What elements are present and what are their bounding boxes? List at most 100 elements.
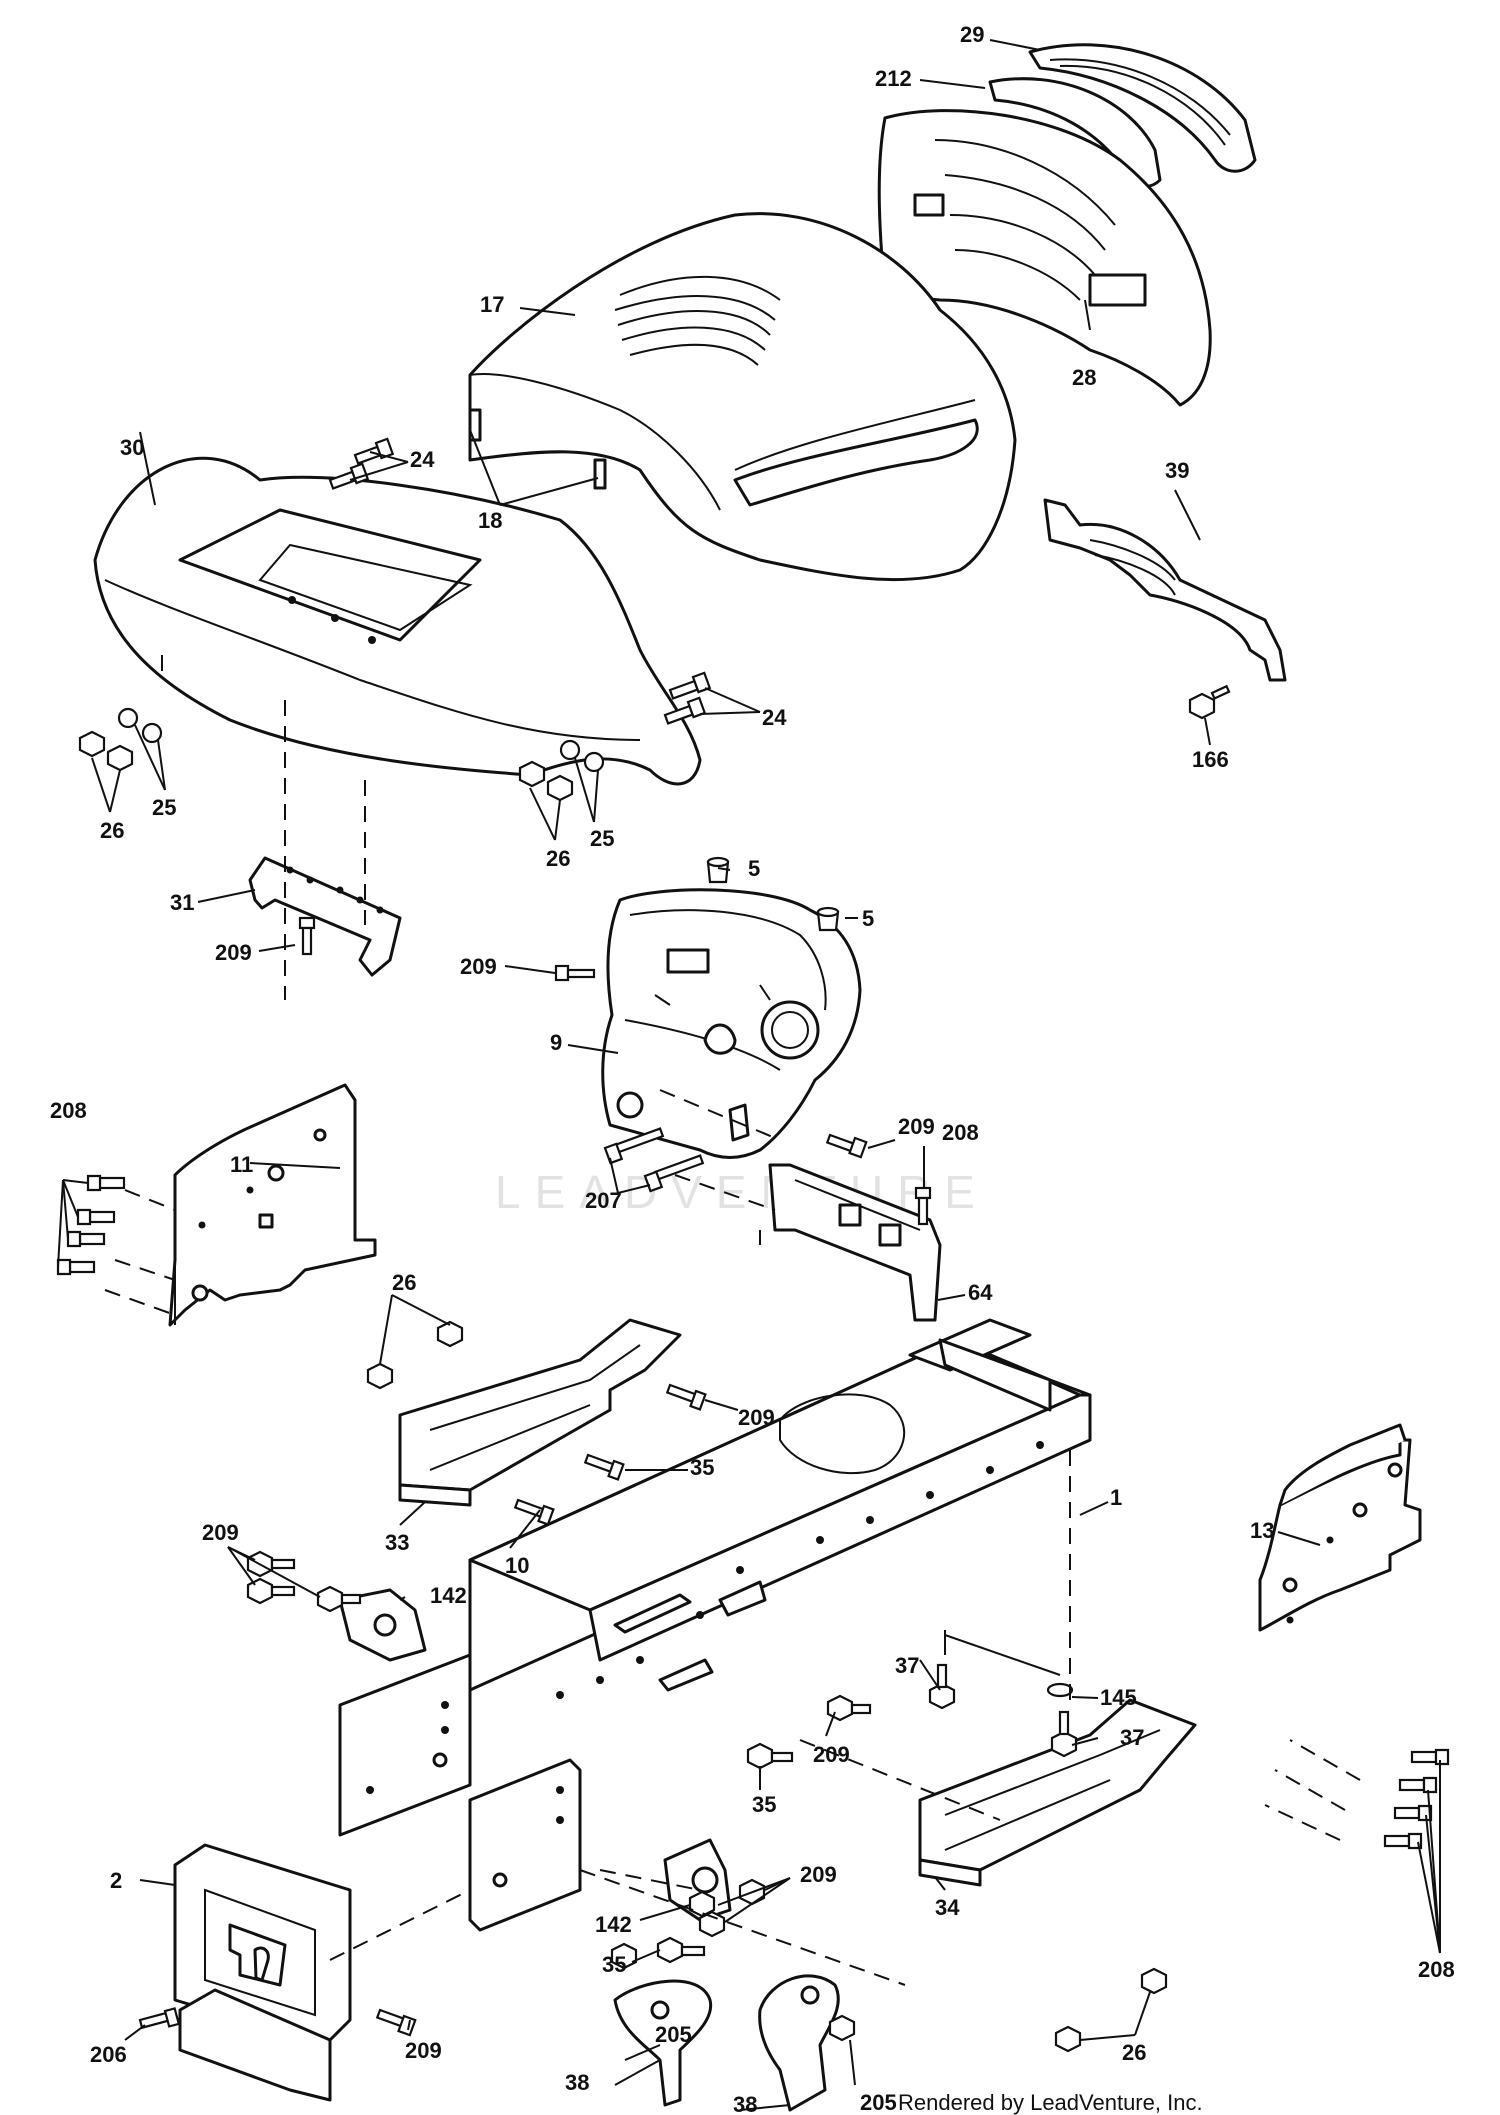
callout-38-a: 38	[565, 2070, 589, 2095]
callout-35-a: 35	[690, 1455, 714, 1480]
bolts-209-frame-left	[246, 1550, 362, 1613]
bolt-37-a	[928, 1663, 956, 1710]
bolt-10	[513, 1498, 555, 1526]
callout-37-a: 37	[895, 1653, 919, 1678]
callout-10: 10	[505, 1553, 529, 1578]
callout-29: 29	[960, 22, 984, 47]
callout-26-lower: 26	[1122, 2040, 1146, 2065]
callout-209-a: 209	[215, 940, 252, 965]
callout-205-b: 205	[860, 2090, 897, 2115]
frame-plate-front-right	[468, 1758, 582, 1932]
panel-bracket-part-64	[768, 1163, 942, 1322]
bolt-24-c	[668, 671, 712, 700]
callout-205-a: 205	[655, 2022, 692, 2047]
callout-38-b: 38	[733, 2092, 757, 2115]
bracket-part-39	[1043, 498, 1287, 682]
callout-26-right: 26	[546, 846, 570, 871]
watermark-text: LEADVENTURE	[495, 1166, 989, 1218]
bolt-206	[138, 2007, 181, 2030]
side-panel-right-part-13	[1258, 1423, 1422, 1632]
leader-lines	[57, 39, 1441, 2111]
bolt-37-b	[1050, 1710, 1078, 1758]
bolt-209-d	[665, 1383, 707, 1411]
bolt-207-b	[643, 1154, 705, 1193]
knob-part-5-left	[706, 856, 730, 884]
callout-212: 212	[875, 66, 912, 91]
bracket-part-142-upper	[338, 1588, 427, 1662]
callout-166: 166	[1192, 747, 1229, 772]
callout-209-f: 209	[813, 1742, 850, 1767]
front-bracket-part-2	[173, 1843, 352, 2102]
callout-37-b: 37	[1120, 1725, 1144, 1750]
screw-166	[1188, 684, 1231, 720]
fender-part-30	[93, 456, 702, 786]
bolt-209-h	[375, 2008, 417, 2037]
footrest-part-33	[398, 1318, 682, 1507]
callout-13: 13	[1250, 1518, 1274, 1543]
bolt-35-a	[583, 1453, 625, 1481]
callout-209-d: 209	[738, 1405, 775, 1430]
alignment-lines	[104, 655, 1361, 1986]
callout-24-lower: 24	[762, 705, 787, 730]
callout-25-left: 25	[152, 795, 176, 820]
bolts-208-right	[1383, 1748, 1450, 1850]
callout-labels: 29 212 17 28 18 30 24 39 24 166 25 26 25…	[50, 22, 1455, 2115]
dash-panel-part-9	[601, 888, 862, 1159]
callout-39: 39	[1165, 458, 1189, 483]
callout-5-right: 5	[862, 906, 874, 931]
bolts-208-left	[56, 1174, 126, 1276]
callout-31: 31	[170, 890, 194, 915]
frame-plate-front-left	[338, 1653, 472, 1837]
grille-part-28	[877, 109, 1212, 407]
callout-33: 33	[385, 1530, 409, 1555]
callout-35-c: 35	[602, 1952, 626, 1977]
bolt-24-a	[353, 437, 395, 465]
callout-1: 1	[1110, 1485, 1122, 1510]
callout-208-mid: 208	[942, 1120, 979, 1145]
bolt-209-b	[554, 964, 596, 982]
callout-28: 28	[1072, 365, 1096, 390]
callout-35-b: 35	[752, 1792, 776, 1817]
bracket-part-142-lower	[663, 1838, 732, 1922]
callout-18: 18	[478, 508, 502, 533]
callout-64: 64	[968, 1280, 993, 1305]
callout-209-c: 209	[898, 1114, 935, 1139]
callout-25-right: 25	[590, 826, 614, 851]
callout-11: 11	[230, 1152, 253, 1177]
bolt-209-c	[825, 1133, 868, 1159]
callout-209-g: 209	[800, 1862, 837, 1887]
callout-208-left: 208	[50, 1098, 87, 1123]
callout-208-right: 208	[1418, 1957, 1455, 1982]
footrest-part-34	[918, 1698, 1197, 1887]
callout-2: 2	[110, 1868, 122, 1893]
bolt-205-a	[610, 1942, 638, 1970]
knob-part-5-right	[816, 906, 840, 932]
bolt-35-b	[746, 1742, 794, 1770]
callout-142-lower: 142	[595, 1912, 632, 1937]
callout-142-upper: 142	[430, 1583, 467, 1608]
bolt-205-b	[828, 2014, 856, 2042]
bolt-208-vertical	[914, 1186, 932, 1226]
bolt-207-a	[603, 1127, 665, 1165]
callout-206: 206	[90, 2042, 127, 2067]
callout-34: 34	[935, 1895, 960, 1920]
bracket-part-38-left	[613, 1979, 713, 2107]
side-panel-left-part-11	[168, 1083, 377, 1327]
hood-part-17	[468, 212, 1017, 582]
bracket-part-31	[248, 856, 402, 977]
callout-209-b: 209	[460, 954, 497, 979]
bracket-part-38-right	[758, 1974, 840, 2112]
render-credit: Rendered by LeadVenture, Inc.	[898, 2090, 1203, 2115]
bolt-24-d	[663, 696, 707, 725]
callout-207: 207	[585, 1188, 622, 1213]
callout-209-h: 209	[405, 2038, 442, 2063]
callout-30: 30	[120, 435, 144, 460]
callout-145: 145	[1100, 1685, 1137, 1710]
callout-26-mid: 26	[392, 1270, 416, 1295]
callout-26-left: 26	[100, 818, 124, 843]
callout-209-e: 209	[202, 1520, 239, 1545]
frame-part-1	[468, 1318, 1092, 1699]
bolt-35-c	[656, 1936, 706, 1964]
callout-9: 9	[550, 1030, 562, 1055]
